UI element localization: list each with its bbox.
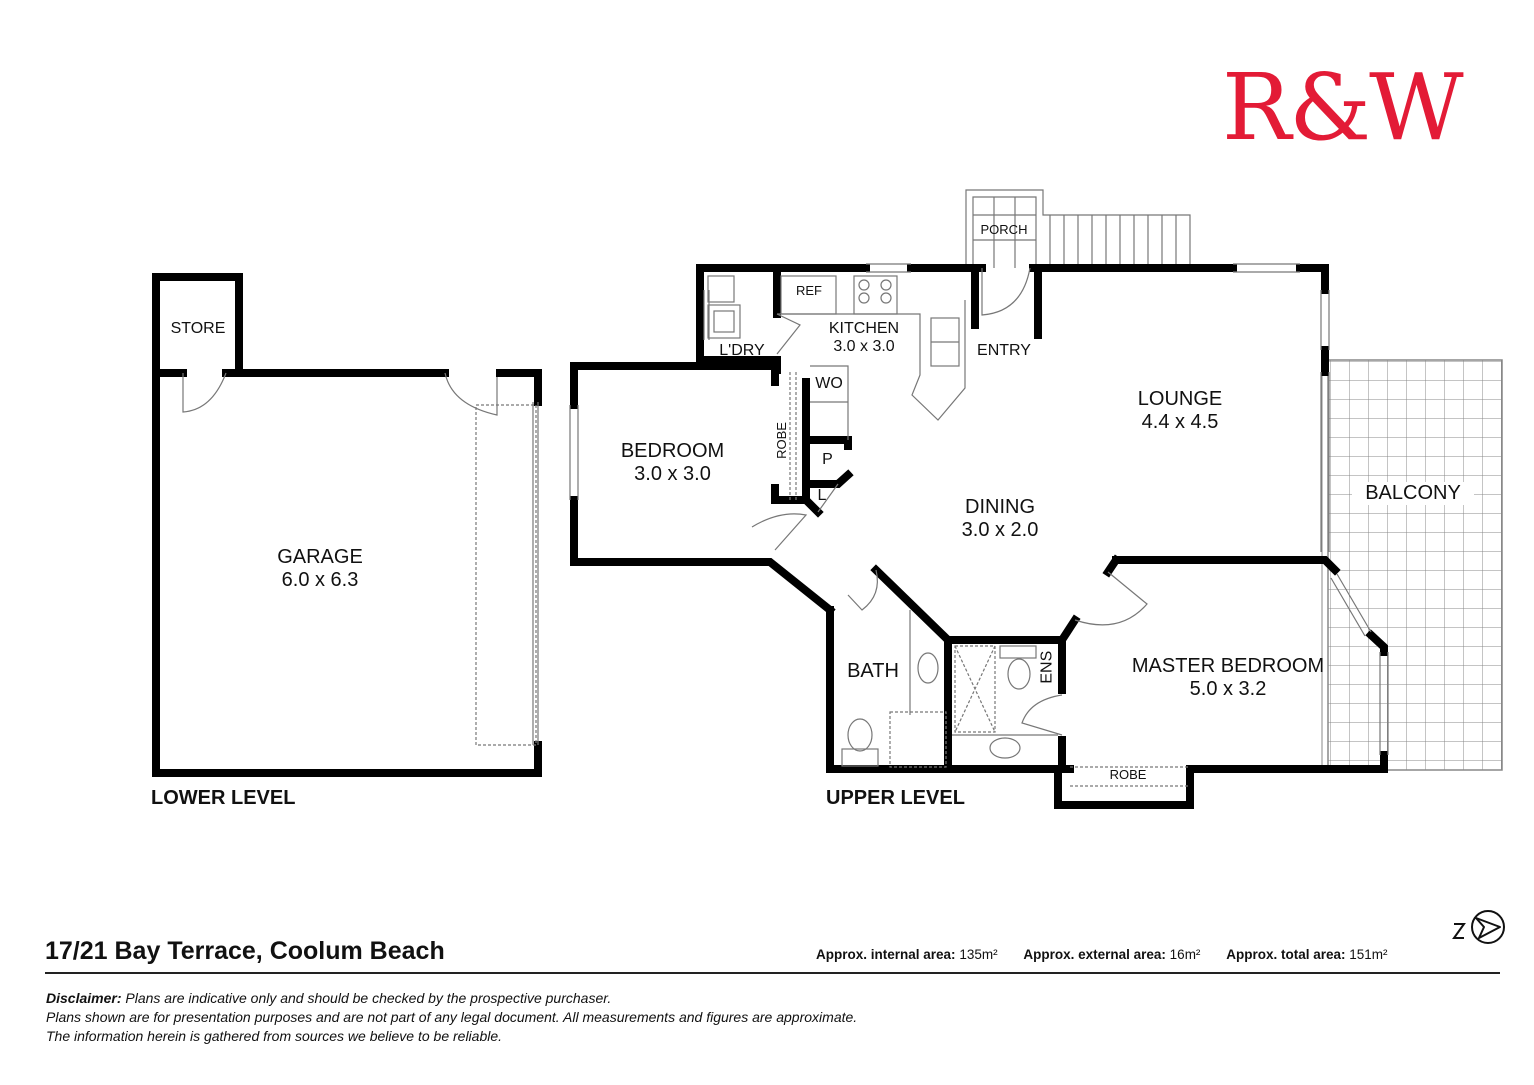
- room-name: LOUNGE: [1137, 388, 1223, 410]
- room-master-bedroom: MASTER BEDROOM 5.0 x 3.2: [1110, 655, 1346, 701]
- fixture-ref: REF: [796, 283, 822, 298]
- room-entry: ENTRY: [972, 342, 1036, 360]
- room-size: 5.0 x 3.2: [1189, 678, 1267, 700]
- porch-stairs: [965, 189, 1191, 268]
- room-name: BATH: [847, 660, 899, 682]
- garage-door-details: [182, 372, 539, 746]
- room-size: 3.0 x 2.0: [961, 519, 1039, 541]
- lower-level-walls: [152, 273, 542, 777]
- upper-level-details: [569, 263, 1389, 787]
- room-name: L'DRY: [719, 342, 765, 359]
- room-name: WO: [815, 375, 843, 392]
- internal-area: Approx. internal area: 135m²: [816, 947, 998, 962]
- room-size: 6.0 x 6.3: [281, 569, 359, 591]
- room-garage: GARAGE 6.0 x 6.3: [260, 546, 380, 592]
- room-dining: DINING 3.0 x 2.0: [940, 496, 1060, 542]
- room-bedroom: BEDROOM 3.0 x 3.0: [600, 440, 745, 486]
- room-pantry: P: [815, 451, 840, 469]
- room-master-robe: ROBE: [1098, 767, 1158, 783]
- room-store: STORE: [163, 320, 233, 338]
- north-arrow-icon: [1452, 910, 1505, 944]
- room-bath: BATH: [840, 660, 906, 683]
- room-size: 4.4 x 4.5: [1141, 411, 1219, 433]
- room-name: ROBE: [773, 422, 789, 459]
- room-name: BEDROOM: [620, 440, 725, 462]
- north-compass: [1452, 908, 1512, 948]
- room-name: DINING: [965, 496, 1035, 518]
- footer-divider: [45, 972, 1500, 974]
- room-name: P: [822, 451, 833, 468]
- room-name: STORE: [170, 320, 226, 337]
- room-name: ENTRY: [977, 342, 1031, 359]
- disclaimer-title: Disclaimer:: [46, 990, 122, 1006]
- room-size: 3.0 x 3.0: [634, 463, 711, 485]
- room-name: ROBE: [1109, 767, 1147, 782]
- room-porch: PORCH: [975, 222, 1033, 238]
- room-lounge: LOUNGE 4.4 x 4.5: [1120, 388, 1240, 434]
- room-balcony: BALCONY: [1352, 482, 1474, 505]
- room-name: L: [817, 487, 827, 504]
- upper-level-title: UPPER LEVEL: [826, 787, 965, 809]
- room-bedroom-robe: ROBE: [760, 422, 804, 459]
- upper-level-walls: [570, 264, 1388, 809]
- room-name: KITCHEN: [828, 320, 900, 337]
- room-name: PORCH: [980, 222, 1028, 237]
- room-name: MASTER BEDROOM: [1131, 655, 1325, 677]
- room-linen: L: [813, 487, 831, 505]
- room-laundry: L'DRY: [712, 342, 772, 360]
- room-wo: WO: [812, 375, 846, 393]
- brand-logo: R&W: [1222, 54, 1464, 161]
- lower-level-title: LOWER LEVEL: [151, 787, 296, 809]
- balcony-tiles: [1327, 359, 1503, 771]
- room-ensuite: ENS: [1025, 651, 1069, 684]
- external-area: Approx. external area: 16m²: [1023, 947, 1201, 962]
- total-area: Approx. total area: 151m²: [1226, 947, 1388, 962]
- room-size: 3.0 x 3.0: [833, 338, 895, 356]
- area-summary: Approx. internal area: 135m² Approx. ext…: [816, 947, 1410, 962]
- property-address: 17/21 Bay Terrace, Coolum Beach: [45, 937, 445, 965]
- disclaimer: Disclaimer: Plans are indicative only an…: [46, 990, 858, 1044]
- room-name: BALCONY: [1365, 482, 1461, 504]
- room-name: ENS: [1037, 650, 1055, 684]
- room-name: GARAGE: [277, 546, 363, 568]
- room-kitchen: KITCHEN 3.0 x 3.0: [814, 320, 914, 357]
